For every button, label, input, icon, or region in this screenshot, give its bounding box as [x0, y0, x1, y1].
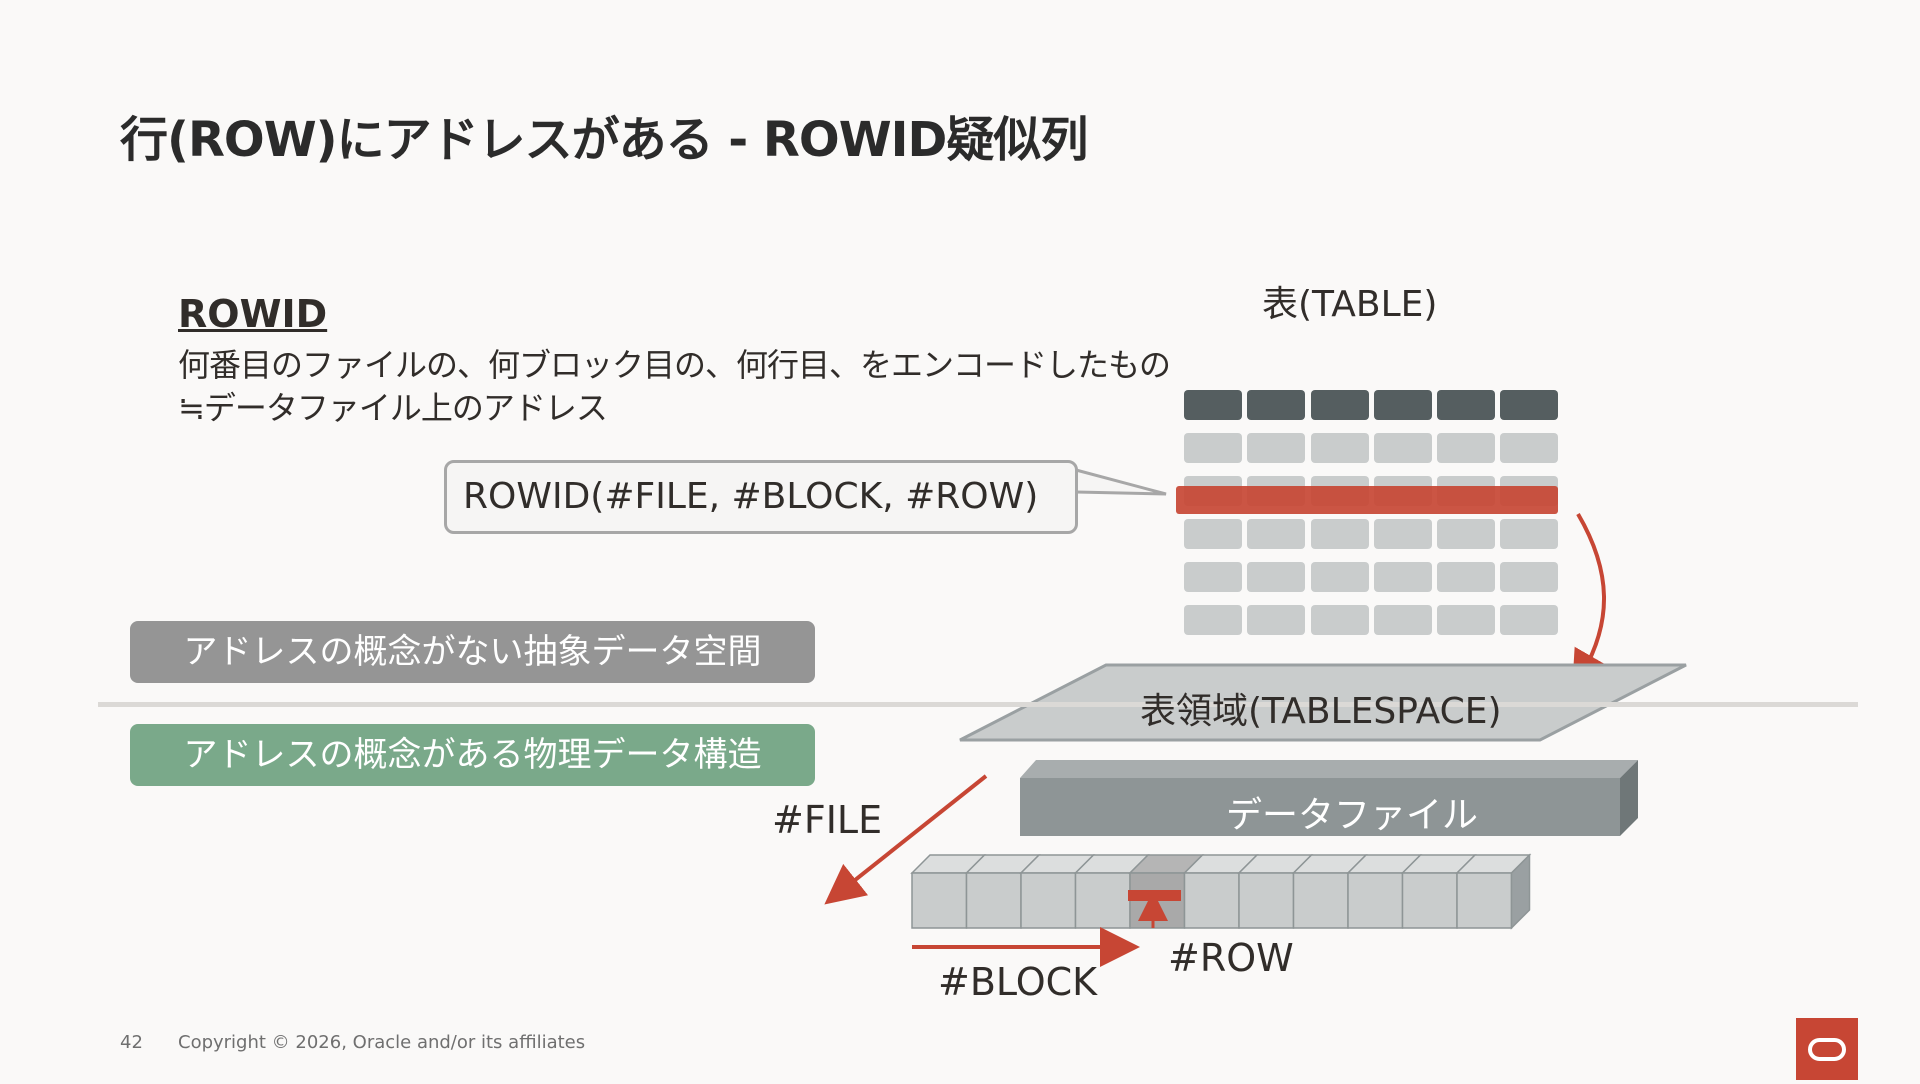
table-cell: [1374, 433, 1432, 463]
datafile-label: データファイル: [1226, 795, 1479, 836]
rowid-description-line2: ≒データファイル上のアドレス: [178, 389, 608, 427]
table-cell: [1311, 433, 1369, 463]
file-arrow: [824, 774, 988, 905]
table-cell: [1437, 562, 1495, 592]
block: [965, 872, 1022, 929]
block: [1401, 872, 1458, 929]
block: [911, 872, 968, 929]
rowid-callout: ROWID(#FILE, #BLOCK, #ROW): [444, 460, 1078, 534]
page-number: 42: [120, 1032, 143, 1053]
block: [1292, 872, 1349, 929]
table-cell: [1184, 605, 1242, 635]
table-cell: [1500, 562, 1558, 592]
row-label: #ROW: [1168, 936, 1294, 980]
table-cell: [1437, 433, 1495, 463]
table-cell: [1311, 519, 1369, 549]
table-cell: [1184, 519, 1242, 549]
file-label: #FILE: [772, 798, 883, 842]
abstract-space-band: アドレスの概念がない抽象データ空間: [130, 621, 815, 683]
table-to-tablespace-arrow: [1572, 512, 1610, 692]
table-cell: [1500, 519, 1558, 549]
table-cell: [1184, 562, 1242, 592]
physical-structure-band: アドレスの概念がある物理データ構造: [130, 724, 815, 786]
tablespace-label: 表領域(TABLESPACE): [1140, 691, 1502, 732]
table-header-cell: [1247, 390, 1305, 420]
table-header-cell: [1311, 390, 1369, 420]
highlighted-row: [1176, 486, 1558, 514]
table-header-cell: [1374, 390, 1432, 420]
copyright-text: Copyright © 2026, Oracle and/or its affi…: [178, 1032, 586, 1053]
block: [1074, 872, 1131, 929]
callout-pointer: [1075, 468, 1167, 496]
table-cell: [1437, 605, 1495, 635]
table-cell: [1500, 433, 1558, 463]
oracle-logo: [1796, 1018, 1858, 1080]
table-header-cell: [1437, 390, 1495, 420]
table-cell: [1374, 605, 1432, 635]
block: [1347, 872, 1404, 929]
table-cell: [1247, 605, 1305, 635]
block: [1456, 872, 1513, 929]
table-grid: [1176, 390, 1558, 635]
block: [1238, 872, 1295, 929]
table-cell: [1374, 562, 1432, 592]
block-strip: [910, 853, 1532, 930]
table-cell: [1311, 605, 1369, 635]
row-marker: [1128, 890, 1181, 901]
datafile-front: [1020, 778, 1620, 836]
table-cell: [1247, 519, 1305, 549]
rowid-description-line1: 何番目のファイルの、何ブロック目の、何行目、をエンコードしたもの: [178, 346, 1171, 384]
block-label: #BLOCK: [938, 960, 1098, 1004]
table-cell: [1247, 433, 1305, 463]
table-header-cell: [1500, 390, 1558, 420]
datafile-top: [1020, 760, 1638, 778]
block-strip-side: [1510, 853, 1531, 930]
table-label: 表(TABLE): [1262, 284, 1438, 325]
table-cell: [1437, 519, 1495, 549]
datafile-side: [1620, 760, 1638, 836]
rowid-heading: ROWID: [178, 292, 328, 336]
table-cell: [1247, 562, 1305, 592]
block: [1020, 872, 1077, 929]
table-header-cell: [1184, 390, 1242, 420]
table-cell: [1184, 433, 1242, 463]
block: [1183, 872, 1240, 929]
layer-divider: [98, 702, 1858, 707]
oracle-logo-icon: [1808, 1038, 1846, 1061]
table-cell: [1374, 519, 1432, 549]
table-cell: [1500, 605, 1558, 635]
table-cell: [1311, 562, 1369, 592]
slide-title: 行(ROW)にアドレスがある - ROWID疑似列: [120, 112, 1088, 168]
